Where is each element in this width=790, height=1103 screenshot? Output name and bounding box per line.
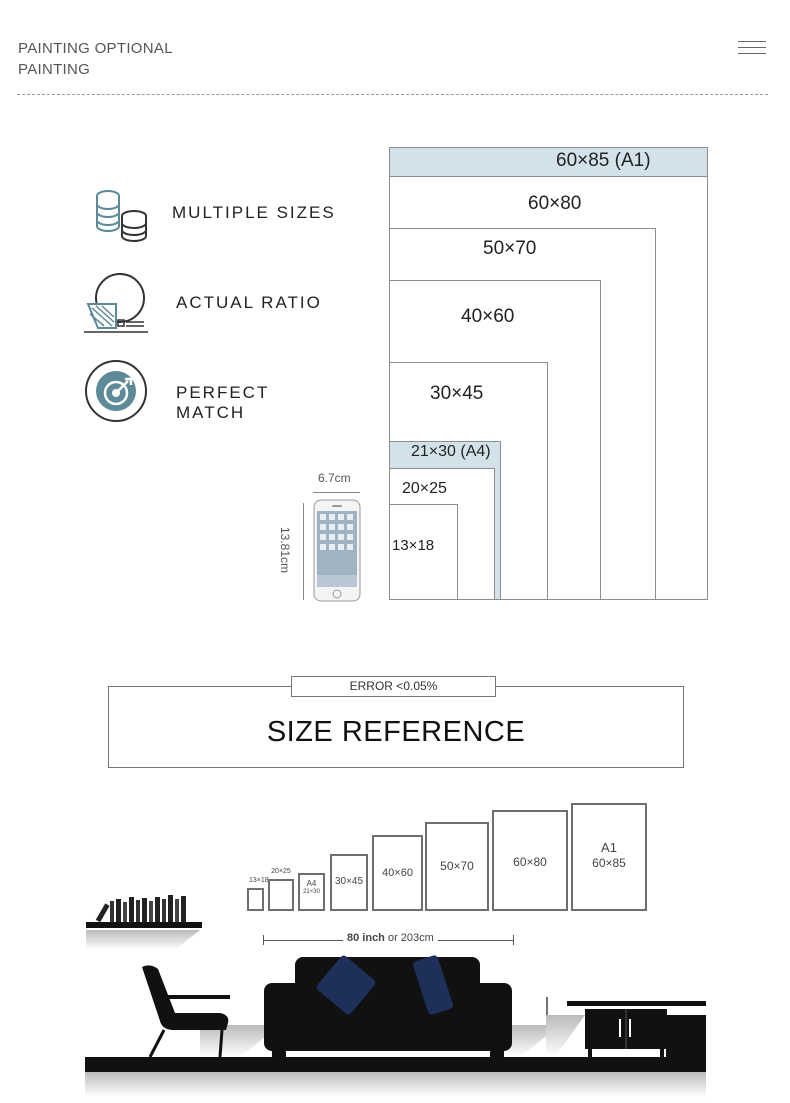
frame-30x45: 30×45: [330, 854, 368, 911]
frame-label: 60×80: [513, 855, 547, 869]
frame-13x18: 13×18: [247, 877, 269, 911]
error-tolerance-badge: ERROR <0.05%: [291, 676, 496, 697]
frame-21x30: A4 21×30: [298, 873, 325, 911]
size-label-60x85: 60×85 (A1): [556, 150, 651, 171]
coin-stack-icon: [96, 190, 147, 242]
size-label-50x70: 50×70: [483, 238, 537, 259]
armchair-icon: [142, 965, 280, 1058]
width-measure-cm: or 203cm: [387, 932, 434, 944]
width-measure-tick-right: [513, 935, 514, 945]
page-title: PAINTING OPTIONAL PAINTING: [18, 38, 173, 80]
ratio-shape-icon: [84, 273, 148, 333]
frame-50x70: 50×70: [425, 822, 489, 911]
hamburger-menu-icon[interactable]: [738, 40, 766, 56]
smartphone-image: [313, 499, 361, 602]
size-label-30x45: 30×45: [430, 383, 484, 404]
size-label-40x60: 40×60: [461, 306, 515, 327]
size-label-20x25: 20×25: [402, 480, 447, 497]
size-label-21x30: 21×30 (A4): [411, 443, 491, 460]
width-measure-inch: 80 inch: [347, 932, 385, 944]
feature-actual-ratio: ACTUAL RATIO: [82, 270, 342, 336]
feature-label-actual-ratio: ACTUAL RATIO: [176, 293, 322, 312]
frame-label: 60×85: [592, 856, 626, 870]
width-measure-tick-left: [263, 935, 264, 945]
room-scene-illustration: [85, 895, 706, 1097]
phone-height-label: 13.81cm: [278, 526, 293, 574]
frame-20x25: 20×25: [268, 868, 294, 911]
header-divider: [17, 94, 768, 95]
frame-label: 50×70: [440, 859, 474, 873]
pillow-icon: [316, 955, 453, 1015]
phone-width-label: 6.7cm: [318, 471, 351, 485]
tv-cabinet-icon: [546, 1001, 706, 1057]
frame-label: 40×60: [382, 867, 413, 879]
frame-label: 21×30: [303, 889, 320, 895]
feature-label-perfect-match: PERFECT MATCH: [176, 383, 270, 422]
size-label-13x18: 13×18: [392, 537, 435, 554]
frame-60x85: A1 60×85: [571, 803, 647, 911]
frame-label-top: A4: [306, 879, 317, 888]
size-reference-title: SIZE REFERENCE: [266, 716, 526, 748]
frame-label: 20×25: [271, 868, 291, 875]
frame-40x60: 40×60: [372, 835, 423, 911]
page-title-line-2: PAINTING: [18, 61, 91, 78]
frame-60x80: 60×80: [492, 810, 568, 911]
size-label-60x80: 60×80: [528, 193, 582, 214]
frame-label-top: A1: [601, 840, 617, 855]
feature-label-multiple-sizes: MULTIPLE SIZES: [172, 203, 336, 222]
width-measure-label: 80 inch or 203cm: [343, 932, 438, 944]
feature-multiple-sizes: MULTIPLE SIZES: [86, 185, 346, 245]
page-title-line-1: PAINTING OPTIONAL: [18, 40, 173, 57]
phone-width-dimension-line: [313, 492, 360, 493]
feature-perfect-match: PERFECT MATCH: [84, 359, 344, 425]
frame-label: 30×45: [334, 876, 364, 887]
frame-label: 13×18: [249, 877, 269, 884]
target-arrow-icon: [85, 360, 147, 422]
bookshelf-icon: [86, 895, 202, 950]
size-box-13x18: [389, 504, 458, 600]
size-a1-header: [390, 148, 707, 177]
phone-height-dimension-line: [303, 503, 304, 600]
sofa-icon: [264, 957, 560, 1057]
